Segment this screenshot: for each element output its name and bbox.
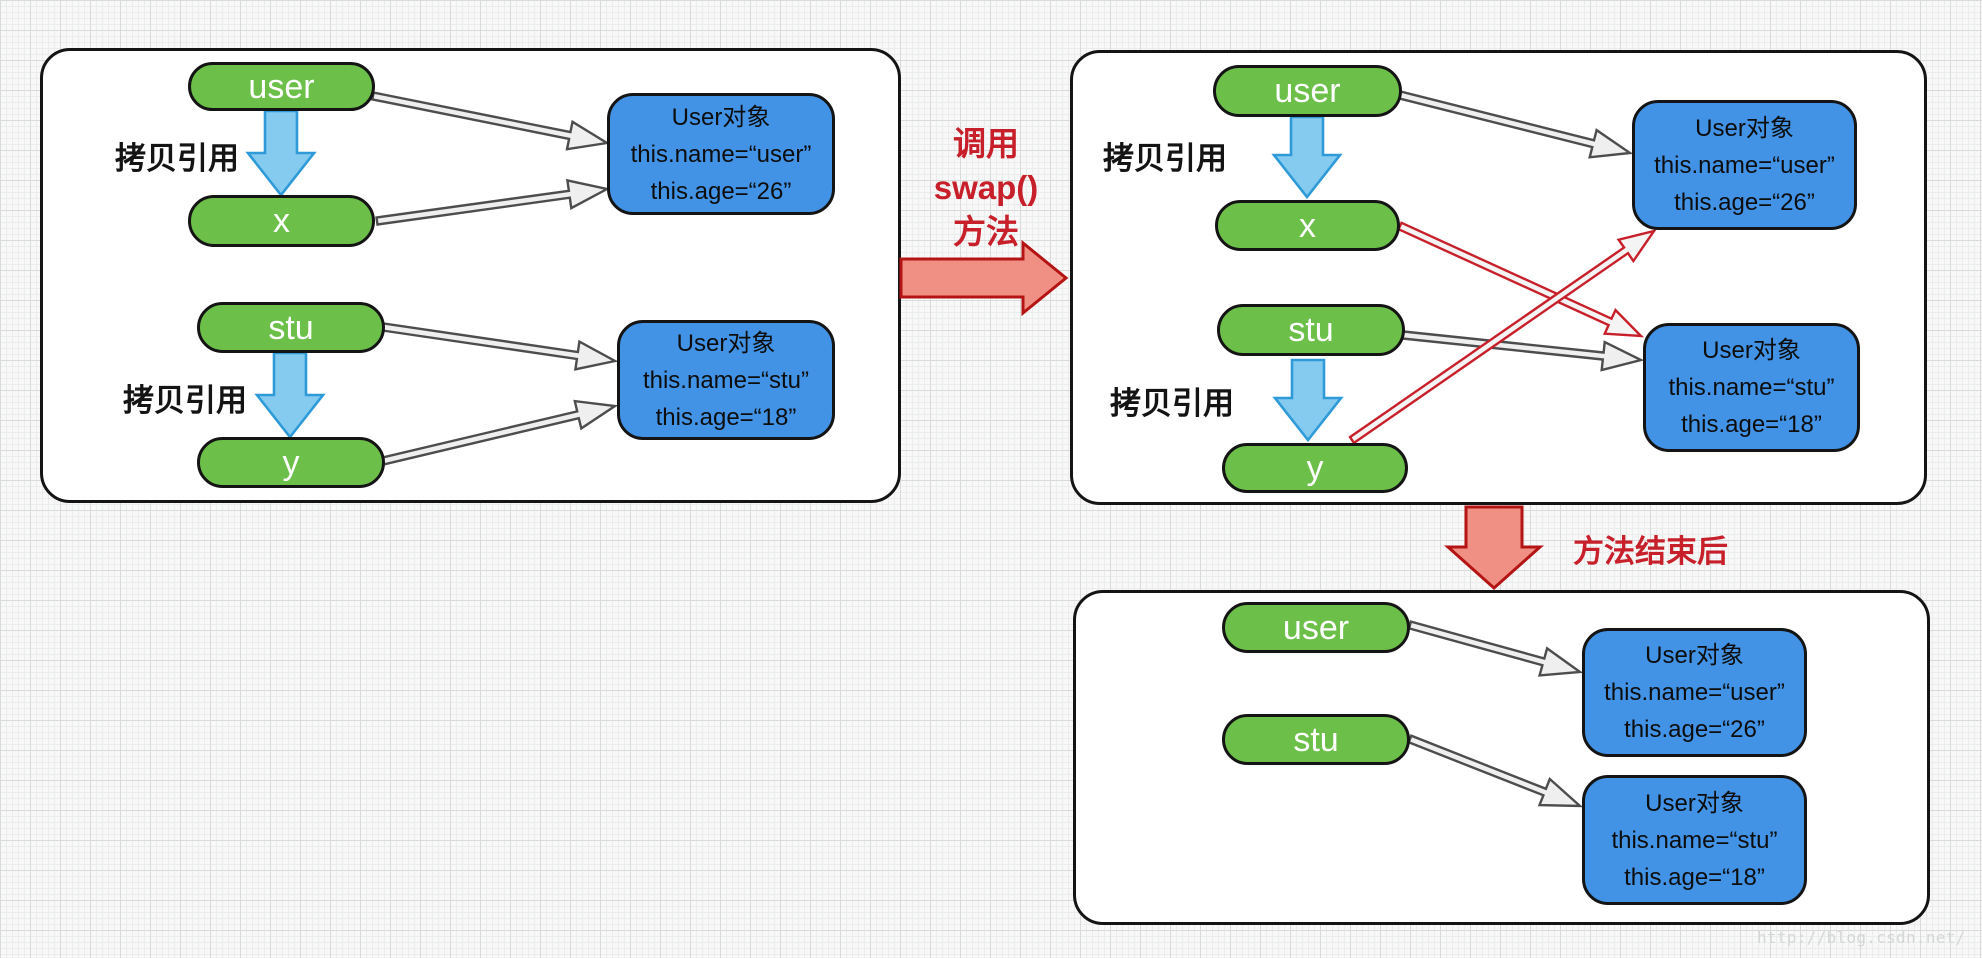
copy-reference-flow-arrow	[245, 109, 317, 198]
reference-arrow	[1407, 620, 1584, 677]
copy-reference-label: 拷贝引用	[115, 141, 239, 176]
object-box-line: User对象	[1645, 789, 1744, 817]
stage-flow-arrow	[899, 239, 1069, 317]
object-box-line: User对象	[1645, 642, 1744, 669]
pill-during-swap-y: y	[1222, 443, 1408, 493]
reference-arrow	[1397, 90, 1634, 159]
swap-arrow	[1396, 221, 1645, 338]
pill-during-swap-stu: stu	[1217, 304, 1405, 356]
object-box-line: User对象	[1695, 114, 1794, 142]
reference-arrow	[1401, 330, 1645, 372]
pill-before-stu: stu	[197, 302, 385, 353]
object-box-after-swap-user_obj: User对象 this.name=“user” this.age=“26”	[1582, 628, 1807, 757]
reference-arrow	[380, 399, 619, 466]
stage-flow-arrow	[1444, 505, 1544, 591]
object-box-line: this.name=“user”	[1604, 679, 1785, 706]
object-box-after-swap-stu_obj: User对象 this.name=“stu” this.age=“18”	[1582, 775, 1807, 905]
object-box-during-swap-user_obj: User对象 this.name=“user” this.age=“26”	[1632, 100, 1857, 230]
pill-during-swap-x: x	[1215, 200, 1400, 251]
object-box-during-swap-stu_obj: User对象 this.name=“stu” this.age=“18”	[1643, 323, 1860, 452]
reference-arrow	[370, 91, 611, 151]
object-box-line: this.age=“18”	[1681, 411, 1822, 438]
object-box-line: this.age=“26”	[1674, 188, 1815, 216]
object-box-line: this.age=“26”	[1624, 716, 1765, 743]
object-box-line: this.name=“user”	[1654, 151, 1835, 179]
call-swap-line-3: 方法	[953, 213, 1019, 250]
swap-arrow	[1348, 229, 1657, 445]
object-box-line: this.name=“user”	[630, 140, 812, 168]
copy-reference-label: 拷贝引用	[1103, 141, 1227, 176]
reference-arrow	[1407, 734, 1584, 808]
copy-reference-flow-arrow	[1271, 115, 1343, 200]
pill-before-y: y	[197, 437, 385, 488]
reference-arrow	[375, 178, 611, 226]
watermark: http://blog.csdn.net/	[1757, 928, 1966, 947]
call-swap-line-1: 调用	[953, 125, 1019, 162]
pill-before-x: x	[188, 195, 375, 247]
pill-after-swap-user: user	[1222, 602, 1410, 653]
pill-during-swap-user: user	[1213, 65, 1402, 117]
copy-reference-flow-arrow	[254, 351, 326, 440]
pill-before-user: user	[188, 62, 375, 111]
reference-arrow	[381, 322, 619, 371]
object-box-line: this.name=“stu”	[1611, 826, 1778, 854]
object-box-before-stu_obj: User对象 this.name=“stu” this.age=“18”	[617, 320, 835, 440]
object-box-line: this.age=“18”	[1624, 863, 1765, 891]
pill-after-swap-stu: stu	[1222, 714, 1410, 765]
object-box-line: this.name=“stu”	[1668, 374, 1835, 401]
copy-reference-flow-arrow	[1272, 358, 1344, 443]
object-box-line: User对象	[676, 329, 776, 357]
object-box-line: this.age=“26”	[650, 177, 792, 205]
object-box-line: this.name=“stu”	[642, 366, 810, 394]
copy-reference-label: 拷贝引用	[1110, 386, 1234, 421]
after-method-label: 方法结束后	[1573, 534, 1728, 569]
copy-reference-label: 拷贝引用	[123, 383, 247, 418]
call-swap-label: 调用 swap() 方法	[906, 122, 1066, 254]
object-box-line: User对象	[1702, 337, 1801, 364]
object-box-line: User对象	[671, 103, 771, 131]
object-box-line: this.age=“18”	[655, 403, 797, 431]
object-box-before-user_obj: User对象 this.name=“user” this.age=“26”	[607, 93, 835, 215]
call-swap-line-2: swap()	[933, 169, 1039, 206]
